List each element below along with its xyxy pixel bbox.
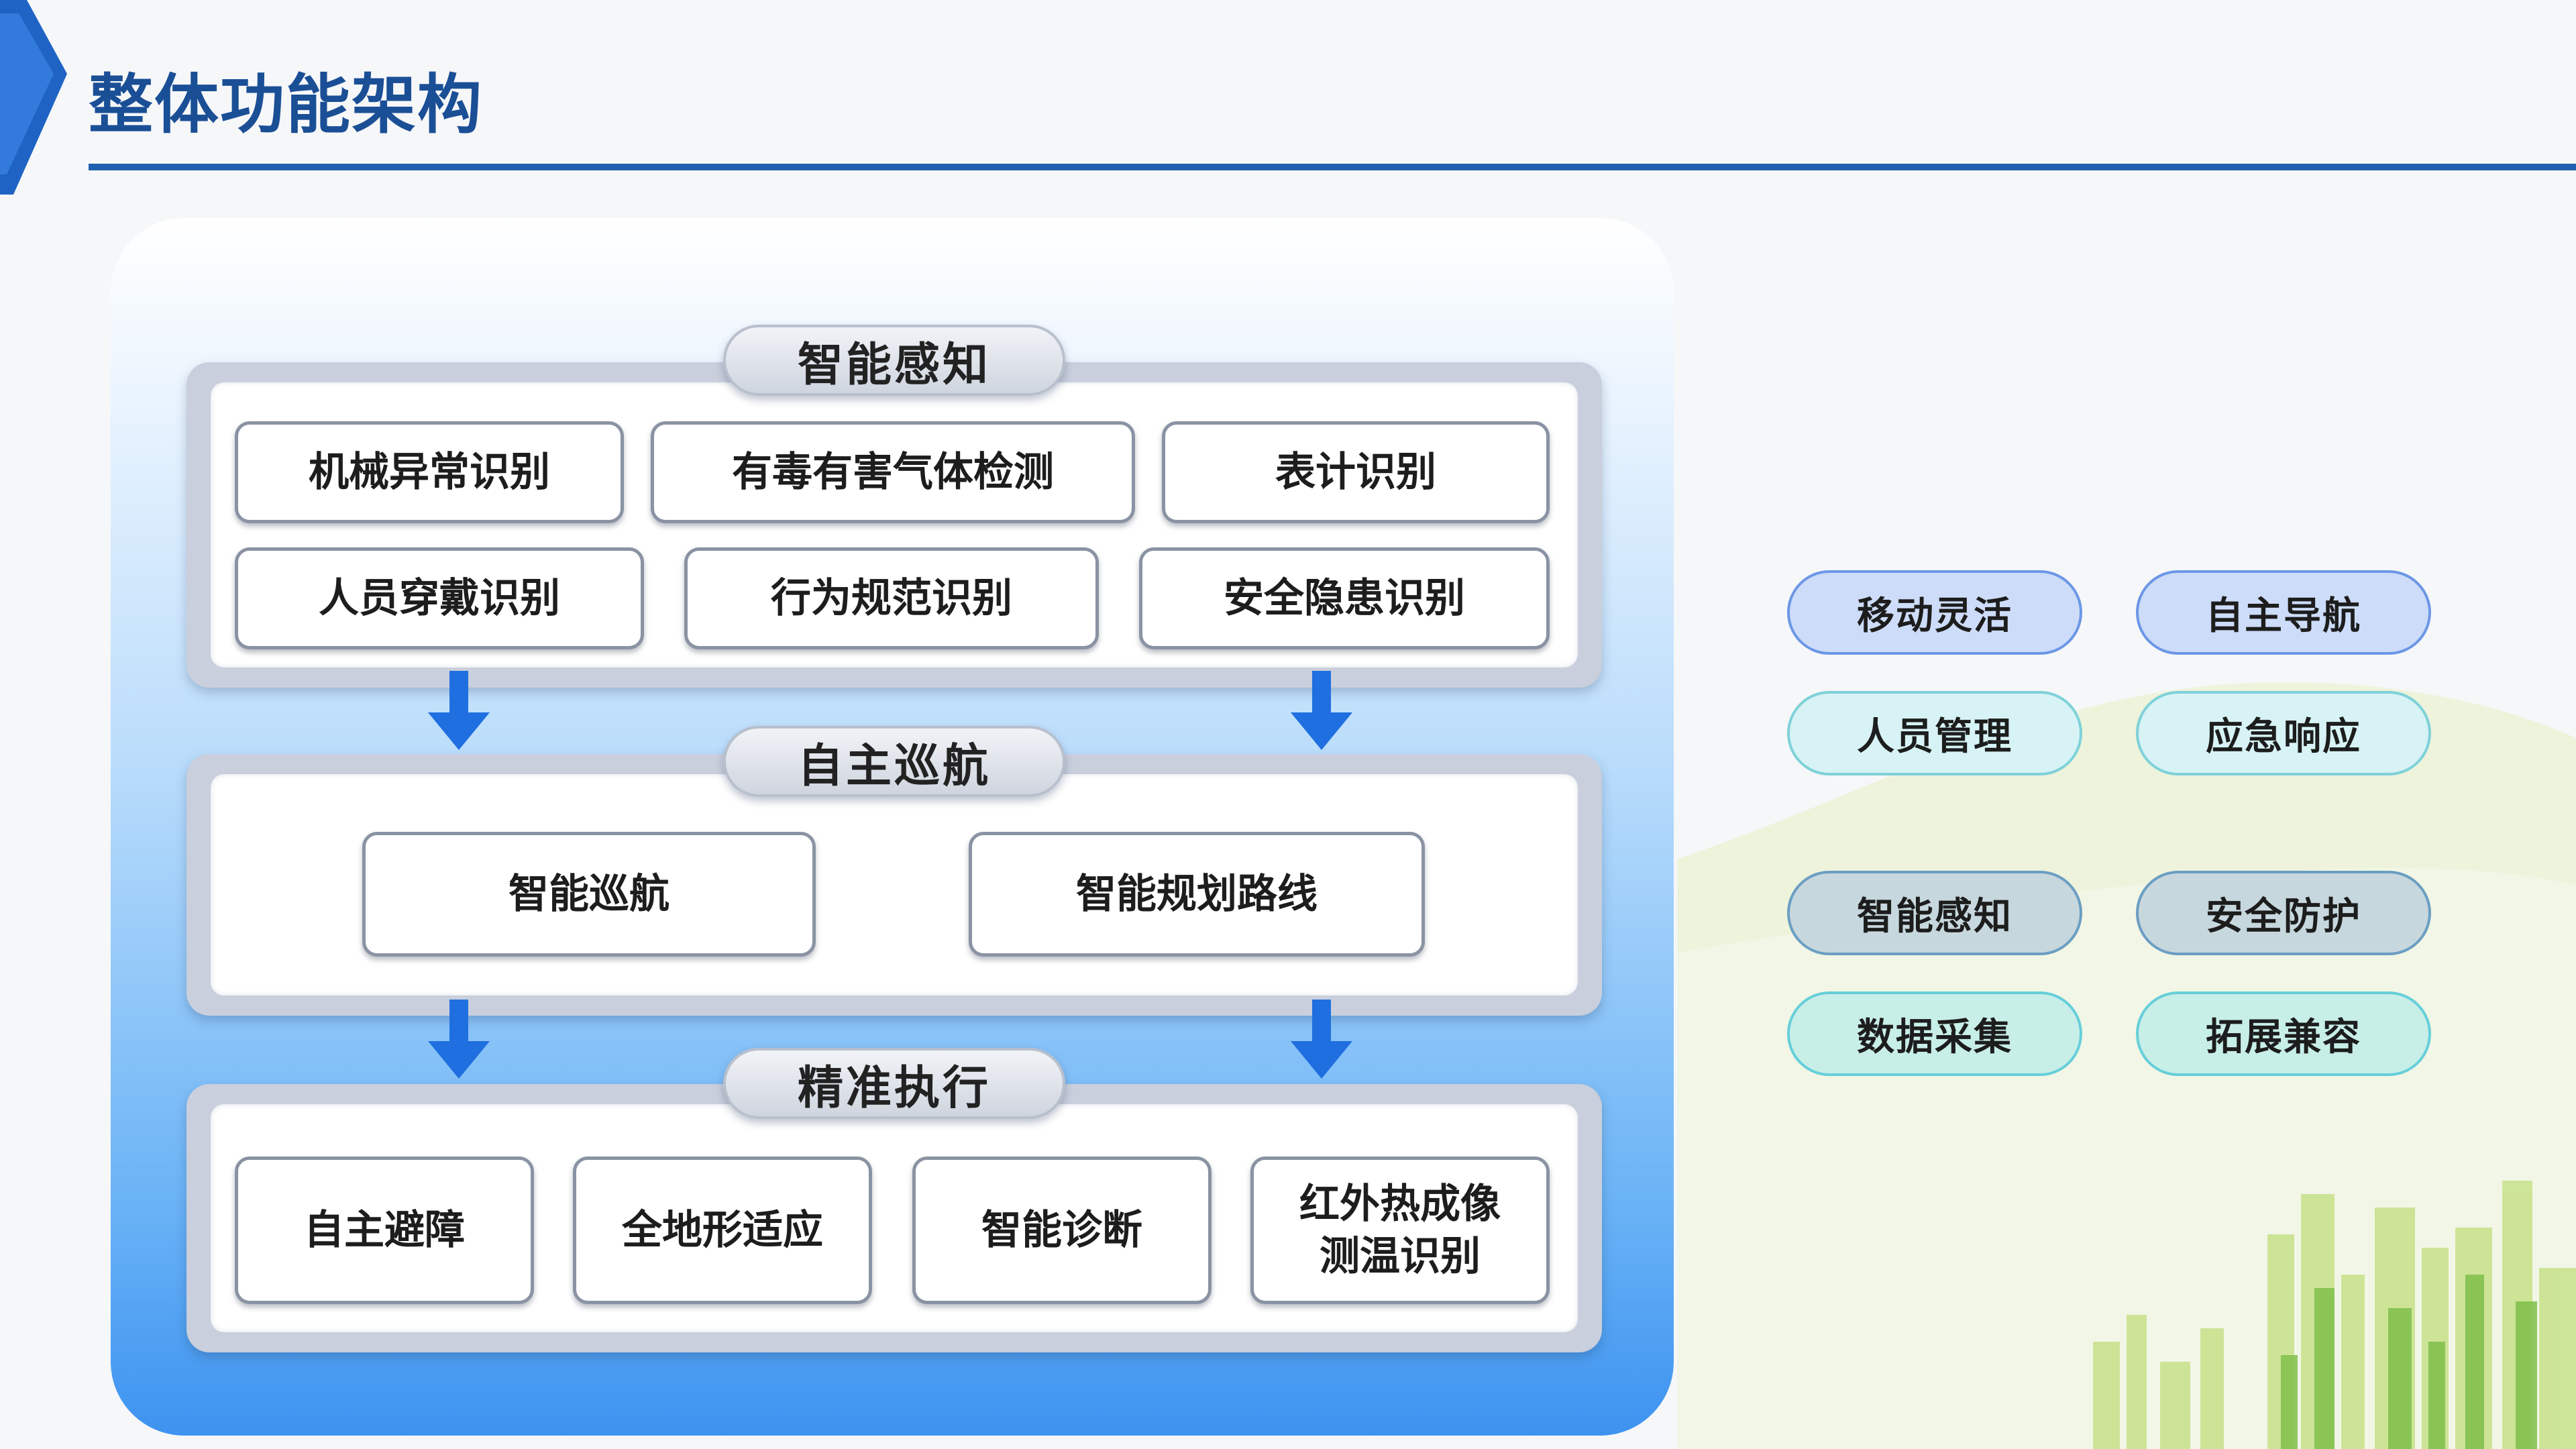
section-intelligent-perception: 机械异常识别 有毒有害气体检测 表计识别 人员穿戴识别 行为规范识别 安全隐患识… — [186, 362, 1602, 688]
header-chevron-icon — [0, 0, 67, 195]
node-mechanical-anomaly: 机械异常识别 — [235, 421, 624, 523]
node-toxic-gas-detection: 有毒有害气体检测 — [651, 421, 1135, 523]
arrow-down-icon — [428, 671, 490, 750]
node-infrared-thermal: 红外热成像 测温识别 — [1250, 1157, 1550, 1304]
arrow-down-icon — [1291, 1000, 1352, 1079]
feature-pill-safety: 安全防护 — [2136, 871, 2431, 955]
section-tab-precise-execution: 精准执行 — [723, 1048, 1065, 1119]
node-personnel-wear: 人员穿戴识别 — [235, 547, 644, 649]
node-route-planning: 智能规划路线 — [969, 832, 1425, 957]
feature-pill-personnel: 人员管理 — [1787, 691, 2082, 775]
page-title: 整体功能架构 — [89, 67, 483, 142]
node-meter-recognition: 表计识别 — [1162, 421, 1550, 523]
section-tab-intelligent-perception: 智能感知 — [723, 325, 1065, 396]
feature-pill-data-collection: 数据采集 — [1787, 991, 2082, 1076]
node-intelligent-cruise: 智能巡航 — [362, 832, 816, 957]
title-divider — [89, 164, 2576, 170]
node-all-terrain: 全地形适应 — [573, 1157, 872, 1304]
feature-pill-extension: 拓展兼容 — [2136, 991, 2431, 1076]
section-tab-autonomous-cruise: 自主巡航 — [723, 726, 1065, 797]
feature-pill-navigation: 自主导航 — [2136, 570, 2431, 655]
arrow-down-icon — [1291, 671, 1352, 750]
section-autonomous-cruise: 智能巡航 智能规划路线 — [186, 754, 1602, 1016]
node-behavior-norms: 行为规范识别 — [684, 547, 1099, 649]
feature-pill-mobility: 移动灵活 — [1787, 570, 2082, 655]
feature-pill-emergency: 应急响应 — [2136, 691, 2431, 775]
node-intelligent-diagnosis: 智能诊断 — [912, 1157, 1212, 1304]
node-obstacle-avoidance: 自主避障 — [235, 1157, 534, 1304]
arrow-down-icon — [428, 1000, 490, 1079]
node-safety-hazard: 安全隐患识别 — [1139, 547, 1550, 649]
feature-pill-perception: 智能感知 — [1787, 871, 2082, 955]
section-precise-execution: 自主避障 全地形适应 智能诊断 红外热成像 测温识别 — [186, 1084, 1602, 1352]
